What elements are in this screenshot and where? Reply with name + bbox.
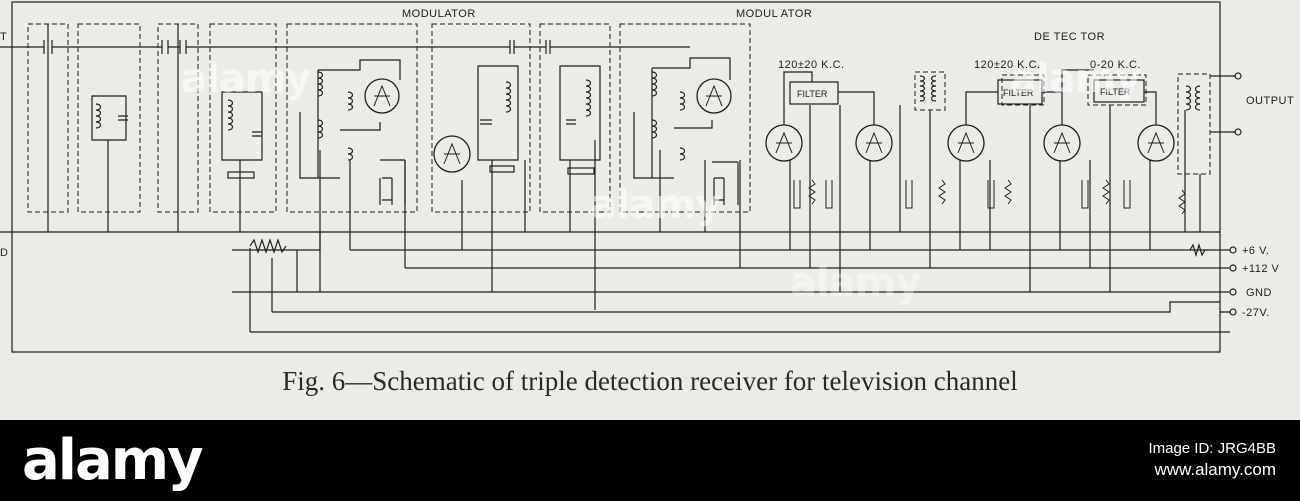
stage-box — [431, 23, 531, 213]
figure-caption: Fig. 6—Schematic of triple detection rec… — [282, 366, 1018, 396]
label-modulator-2: MODUL ATOR — [736, 8, 812, 20]
image-id: Image ID: JRG4BB — [1148, 440, 1276, 457]
modulator-box — [619, 23, 751, 213]
transformer — [919, 75, 1201, 111]
modulator-1 — [299, 59, 406, 205]
label-freq-1: 120±20 K.C. — [778, 59, 845, 71]
footer-bar: alamy Image ID: JRG4BB www.alamy.com — [0, 420, 1300, 501]
label-input-fragment: T — [0, 31, 7, 43]
label-gnd: GND — [1246, 287, 1272, 299]
label-filter: FILTER — [1003, 88, 1034, 98]
watermark: alamy — [790, 260, 921, 306]
label-output: OUTPUT — [1246, 95, 1294, 107]
label-ground-fragment: D — [0, 247, 8, 259]
watermark: alamy — [590, 182, 721, 228]
label-filter: FILTER — [1100, 87, 1131, 97]
filter-box — [1001, 74, 1045, 106]
label-freq-2: 120±20 K.C. — [974, 59, 1041, 71]
label-plus6v: +6 V. — [1242, 245, 1269, 257]
output-box — [1177, 73, 1211, 175]
watermark: alamy — [180, 56, 311, 102]
schematic-diagram: MODULATOR MODUL ATOR DE TEC TOR 120±20 K… — [0, 1, 1294, 353]
modulator-2 — [633, 57, 739, 205]
label-plus112v: +112 V — [1242, 263, 1280, 275]
filter-box — [1087, 74, 1147, 106]
stage-box — [77, 23, 141, 213]
tuned-circuit — [477, 65, 519, 173]
outer-frame — [11, 1, 1221, 353]
tuned-circuit — [91, 95, 128, 141]
stage-box — [539, 23, 611, 213]
tuned-circuit — [559, 65, 601, 175]
image-info: Image ID: JRG4BB www.alamy.com — [1148, 440, 1276, 480]
label-freq-3: 0-20 K.C. — [1090, 59, 1141, 71]
label-filter: FILTER — [797, 89, 828, 99]
transformer-box — [914, 71, 946, 111]
label-modulator-1: MODULATOR — [402, 8, 476, 20]
figure: MODULATOR MODUL ATOR DE TEC TOR 120±20 K… — [0, 1, 1294, 396]
site-url: www.alamy.com — [1154, 460, 1276, 479]
stage-box — [209, 23, 277, 213]
modulator-box — [286, 23, 418, 213]
watermark: alamy — [1010, 56, 1141, 102]
label-minus27v: -27V. — [1242, 307, 1270, 319]
label-detector: DE TEC TOR — [1034, 31, 1105, 43]
tuned-circuit — [221, 91, 263, 179]
brand-logo: alamy — [22, 428, 204, 493]
